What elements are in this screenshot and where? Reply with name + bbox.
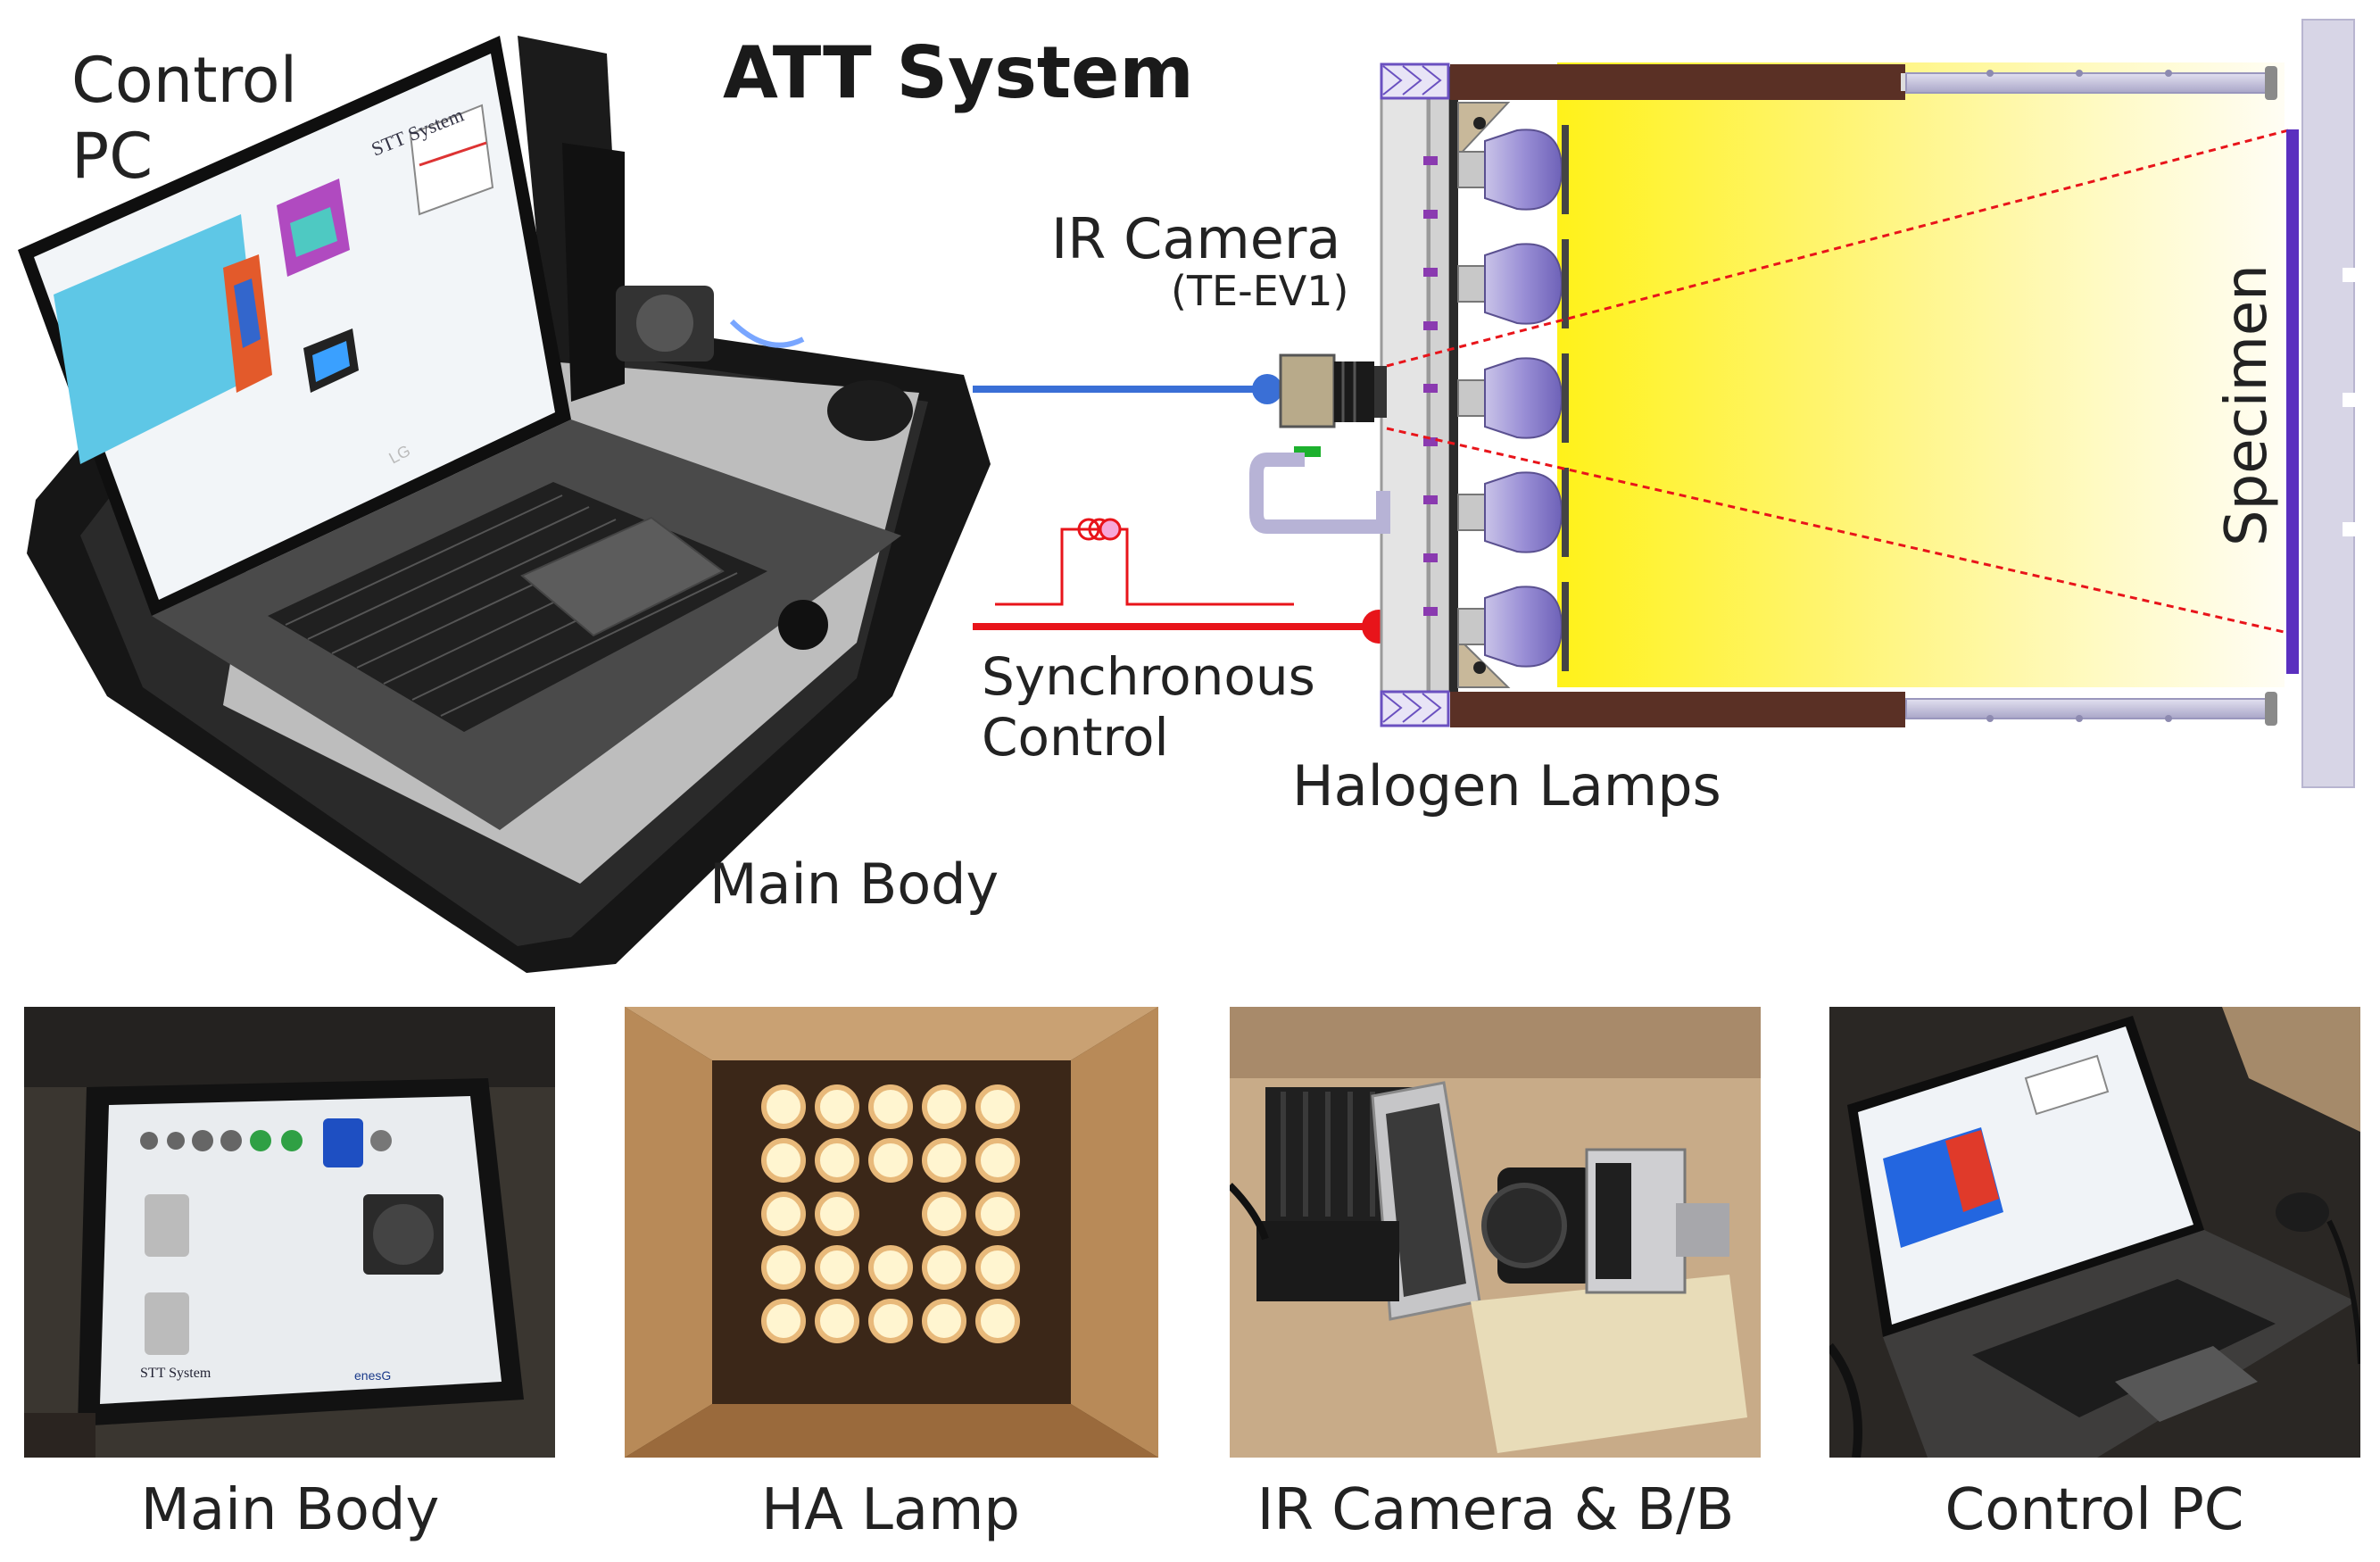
touchpad — [520, 516, 725, 637]
power-socket — [323, 1118, 363, 1167]
frame-corner-top — [1380, 62, 1450, 100]
caption-ha-lamp: HA Lamp — [760, 1477, 1021, 1543]
mouse — [827, 380, 913, 441]
fov-line-bottom — [1386, 427, 2293, 636]
sync-pulse-waveform — [995, 528, 1294, 606]
main-body-panel — [100, 1096, 502, 1404]
photo-ha-lamp — [625, 1007, 1158, 1458]
rail-bottom — [1905, 698, 2268, 719]
photo-ir-camera — [1230, 1007, 1761, 1458]
label-main-body: Main Body — [709, 852, 999, 917]
caption-main-body: Main Body — [140, 1477, 440, 1543]
setup-diagram — [1249, 19, 2355, 788]
specimen-plate — [2286, 129, 2299, 674]
caption-control-pc: Control PC — [1945, 1477, 2244, 1543]
photo-main-body: STT System enesG — [24, 1007, 555, 1458]
label-sync-line2: Control — [982, 707, 1169, 768]
caption-ir-camera: IR Camera & B/B — [1256, 1477, 1735, 1543]
label-specimen: Specimen — [2214, 264, 2280, 546]
ir-camera-icon — [1279, 353, 1387, 457]
photo-control-pc — [1829, 1007, 2360, 1458]
frame-bar-top — [1450, 64, 1905, 100]
lamp-array — [761, 1084, 1020, 1343]
label-ir-camera: IR Camera — [1051, 206, 1341, 271]
frame-bar-bottom — [1450, 692, 1905, 727]
frame-corner-bottom — [1380, 690, 1450, 727]
blackbody-device — [1256, 1081, 1481, 1321]
diagram-title: ATT System — [723, 31, 1194, 114]
fov-line-top — [1386, 128, 2293, 368]
laptop-case-photo: STT System LG — [18, 36, 991, 973]
halogen-lamp-array — [1457, 125, 1569, 671]
pc-screen — [1858, 1026, 2193, 1325]
label-halogen-lamps: Halogen Lamps — [1292, 753, 1721, 818]
label-sync-line1: Synchronous — [982, 646, 1315, 707]
ir-camera-device — [1471, 1148, 1747, 1453]
label-ir-camera-model: (TE-EV1) — [1171, 267, 1349, 315]
thermal-image — [54, 214, 259, 464]
camera-bracket — [1249, 453, 1390, 534]
coil-icon — [1077, 518, 1100, 541]
label-control-pc-line2: PC — [71, 120, 153, 193]
light-beam — [1557, 62, 2285, 687]
label-control-pc-line1: Control — [71, 44, 298, 117]
panel-app-title: STT System — [140, 1366, 211, 1381]
lamp-mounting-plate — [1380, 65, 1430, 694]
panel-brand: enesG — [354, 1368, 391, 1383]
camera-connector-dot — [1252, 374, 1282, 404]
rail-top — [1905, 72, 2268, 94]
